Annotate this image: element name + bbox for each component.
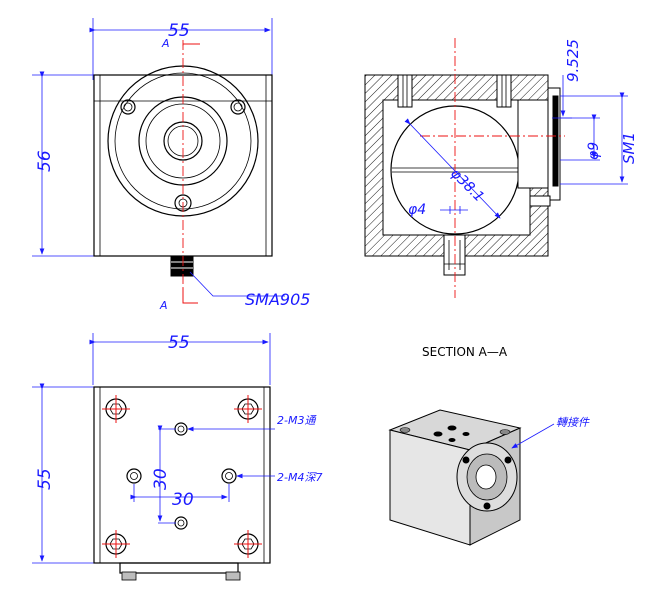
section-mark-bottom: A [159, 299, 168, 312]
front-height-dimension: 56 [32, 71, 95, 257]
front-width-text: 55 [168, 21, 190, 41]
dim-phi4-text: φ4 [408, 202, 426, 218]
sma905-connector: SMA905 [170, 255, 310, 309]
bottom-view: 55 55 [32, 333, 322, 581]
iso-view: 轉接件 [388, 409, 590, 546]
bottom-height-dimension: 55 [32, 383, 95, 564]
spacing-vertical-text: 30 [151, 468, 171, 490]
bottom-height-text: 55 [35, 468, 55, 490]
corner-bolt-tr [234, 395, 262, 423]
bottom-width-text: 55 [168, 333, 190, 353]
flange-screw-right [230, 99, 246, 115]
corner-bolt-br [234, 530, 262, 558]
m3-hole-top [174, 422, 188, 436]
spacing-horizontal-text: 30 [172, 490, 194, 510]
section-view: 9.525 φ9 SM1 φ38.1 φ4 [364, 38, 638, 298]
corner-bolt-tl [102, 395, 130, 423]
m3-note: 2-M3通 [277, 414, 317, 427]
dim-sm1-text: SM1 [620, 132, 638, 164]
dim-phi4: φ4 [408, 202, 468, 218]
section-title: SECTION A—A [422, 345, 508, 359]
section-mark-top: A [161, 37, 170, 50]
flange-screw-left [120, 99, 136, 115]
front-view: 55 56 [32, 18, 310, 312]
m3-hole-bottom [174, 516, 188, 530]
dim-phi9-text: φ9 [586, 142, 602, 160]
bottom-body [93, 386, 271, 564]
bottom-width-dimension: 55 [89, 333, 271, 385]
m4-hole-right [221, 468, 237, 484]
sma905-label: SMA905 [245, 290, 310, 309]
dim-9525-text: 9.525 [564, 39, 582, 82]
adapter-label: 轉接件 [556, 416, 590, 429]
front-height-text: 56 [35, 150, 55, 172]
m4-note: 2-M4深7 [277, 471, 322, 484]
front-width-dimension: 55 [89, 18, 273, 80]
dim-phi9: φ9 [560, 114, 602, 161]
dim-sm1: SM1 [560, 92, 638, 185]
corner-bolt-bl [102, 530, 130, 558]
m4-hole-left [126, 468, 142, 484]
